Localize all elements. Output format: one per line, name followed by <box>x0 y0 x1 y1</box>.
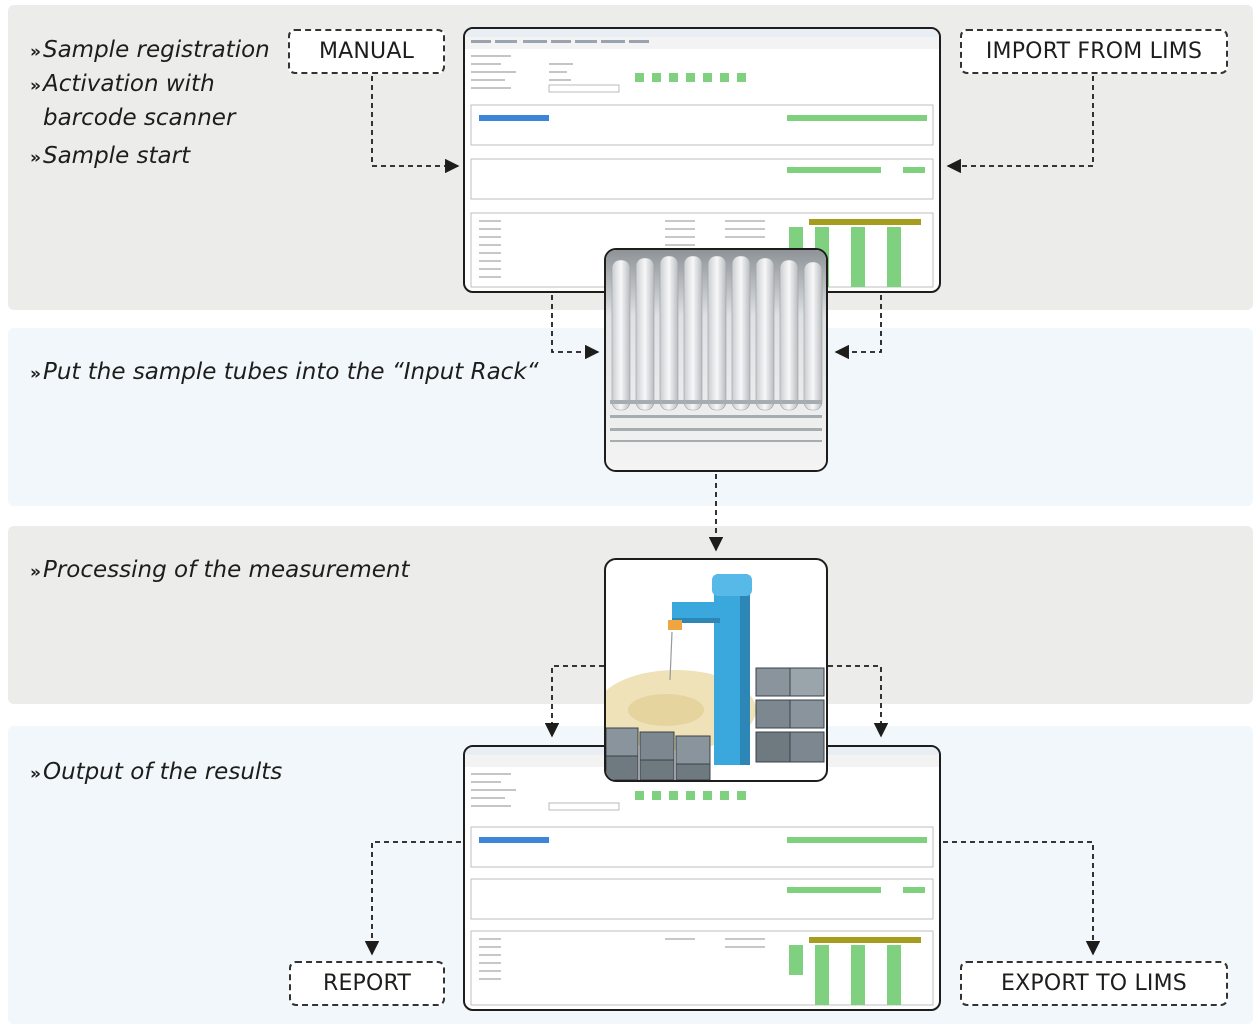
tag-report: REPORT <box>289 961 445 1006</box>
photo-sample-tubes-rack <box>604 248 828 472</box>
arrow-results-to-export <box>943 841 1101 956</box>
bullet-icon: » <box>30 764 41 784</box>
step-input-rack: »Put the sample tubes into the “Input Ra… <box>30 359 539 385</box>
bullet-icon: » <box>30 364 41 384</box>
step-sample-registration: »Sample registration <box>30 37 270 63</box>
step-activation-cont: barcode scanner <box>43 105 236 131</box>
arrow-robot-to-results-right <box>828 665 889 738</box>
tag-manual: MANUAL <box>288 29 445 74</box>
bullet-icon: » <box>30 42 41 62</box>
arrow-results-to-report <box>364 841 461 956</box>
tag-export-to-lims: EXPORT TO LIMS <box>960 961 1228 1006</box>
step-processing: »Processing of the measurement <box>30 557 410 583</box>
arrow-lims-to-software <box>946 76 1094 174</box>
tubes-drawing <box>606 250 826 470</box>
step-list-registration: »Sample registration »Activation with ba… <box>30 34 270 174</box>
arrow-software-to-rack-right <box>834 295 882 360</box>
robot-drawing <box>606 574 825 780</box>
arrow-robot-to-results-left <box>544 665 604 738</box>
photo-measuring-robot <box>604 558 828 782</box>
step-output: »Output of the results <box>30 759 283 785</box>
arrow-software-to-rack-left <box>551 295 600 360</box>
step-activation: »Activation with <box>30 71 215 97</box>
bullet-icon: » <box>30 76 41 96</box>
bullet-icon: » <box>30 562 41 582</box>
step-sample-start: »Sample start <box>30 143 191 169</box>
arrow-manual-to-software <box>371 76 460 174</box>
bullet-icon: » <box>30 148 41 168</box>
tag-import-from-lims: IMPORT FROM LIMS <box>960 29 1228 74</box>
software-screenshot-results <box>463 745 941 1011</box>
